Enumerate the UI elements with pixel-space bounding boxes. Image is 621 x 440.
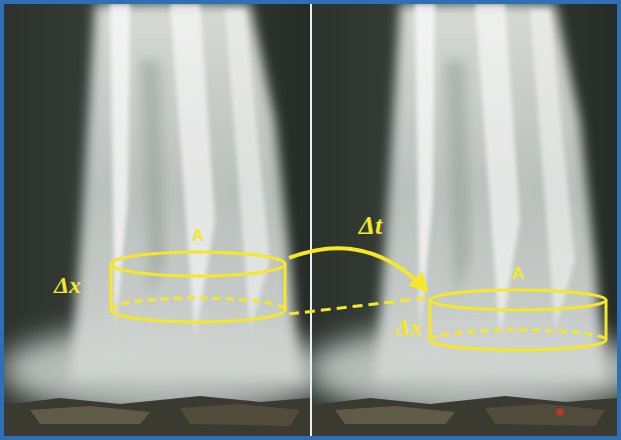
time-arrow xyxy=(289,248,426,290)
time-label: Δt xyxy=(359,213,383,239)
displacement-line xyxy=(289,298,426,314)
cylinder-region: AΔx xyxy=(428,288,608,352)
length-label: Δx xyxy=(54,273,81,297)
area-label: A xyxy=(192,227,204,244)
area-label: A xyxy=(512,265,524,282)
cylinder-region: AΔx xyxy=(109,250,287,324)
cylinder-outline xyxy=(428,288,608,352)
length-label: Δx xyxy=(395,315,422,339)
cylinder-outline xyxy=(109,250,287,324)
